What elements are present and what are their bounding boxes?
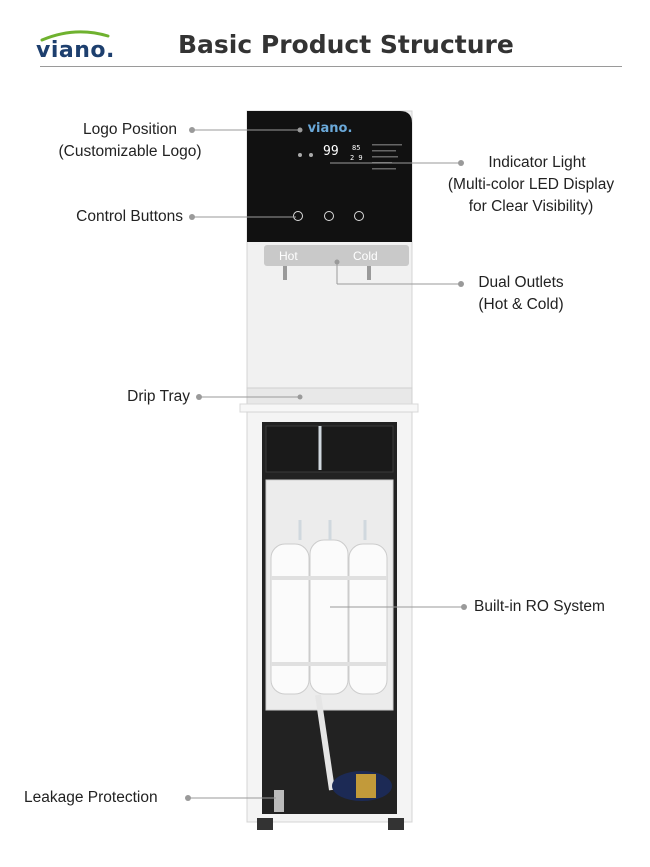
callout-logo-position-title: Logo Position — [83, 121, 177, 138]
water-tube — [298, 426, 367, 540]
control-button-hot[interactable] — [293, 211, 303, 221]
callout-indicator-light-line3: for Clear Visibility) — [468, 198, 594, 215]
callout-drip-tray-title: Drip Tray — [127, 388, 190, 405]
foot-left — [257, 818, 273, 830]
callout-indicator-light: Indicator Light (Multi-color LED Display… — [426, 152, 636, 218]
callout-dual-outlets-title: Dual Outlets — [478, 274, 564, 291]
callout-dual-outlets-subtitle: (Hot & Cold) — [478, 296, 564, 313]
control-panel — [247, 111, 412, 242]
outlet-hot-label: Hot — [279, 249, 298, 263]
display-right-bottom: 2 9 — [350, 154, 363, 162]
callout-leakage-protection-title: Leakage Protection — [24, 789, 158, 806]
brand-logo: viano. — [36, 38, 115, 63]
header-divider — [40, 66, 622, 67]
outlet-bar — [264, 245, 409, 266]
ro-filters — [270, 539, 388, 695]
outlet-cold-label: Cold — [353, 249, 378, 263]
display-temperature: 99 — [323, 144, 339, 159]
foot-right — [388, 818, 404, 830]
panel-logo: viano. — [308, 121, 353, 136]
indicator-dot-2 — [309, 153, 313, 157]
callout-control-buttons-title: Control Buttons — [76, 208, 183, 225]
display-right-top: 85 — [352, 144, 360, 152]
leak-sensor — [274, 790, 284, 812]
indicator-dot-1 — [298, 153, 302, 157]
callout-ro-system-title: Built-in RO System — [474, 598, 605, 615]
pump-label — [356, 774, 376, 798]
leader-lines — [185, 127, 467, 801]
drain-tube — [315, 694, 335, 791]
callout-drip-tray: Drip Tray — [60, 386, 190, 408]
hot-outlet-nozzle — [283, 266, 287, 280]
cold-outlet-nozzle — [367, 266, 371, 280]
drip-tray-front — [239, 403, 419, 413]
callout-logo-position: Logo Position (Customizable Logo) — [40, 119, 220, 163]
callout-leakage-protection: Leakage Protection — [24, 787, 158, 809]
callout-logo-position-subtitle: (Customizable Logo) — [58, 143, 202, 160]
callout-dual-outlets: Dual Outlets (Hot & Cold) — [462, 272, 580, 316]
control-button-lock[interactable] — [354, 211, 364, 221]
control-button-cold[interactable] — [324, 211, 334, 221]
upper-compartment — [265, 425, 394, 473]
page-title: Basic Product Structure — [178, 30, 514, 59]
callout-indicator-light-title: Indicator Light — [488, 154, 586, 171]
callout-control-buttons: Control Buttons — [20, 206, 183, 228]
header: viano. Basic Product Structure — [0, 0, 650, 80]
callout-indicator-light-line2: (Multi-color LED Display — [447, 176, 615, 193]
callout-ro-system: Built-in RO System — [474, 596, 605, 618]
brand-swoosh-icon — [40, 30, 110, 42]
